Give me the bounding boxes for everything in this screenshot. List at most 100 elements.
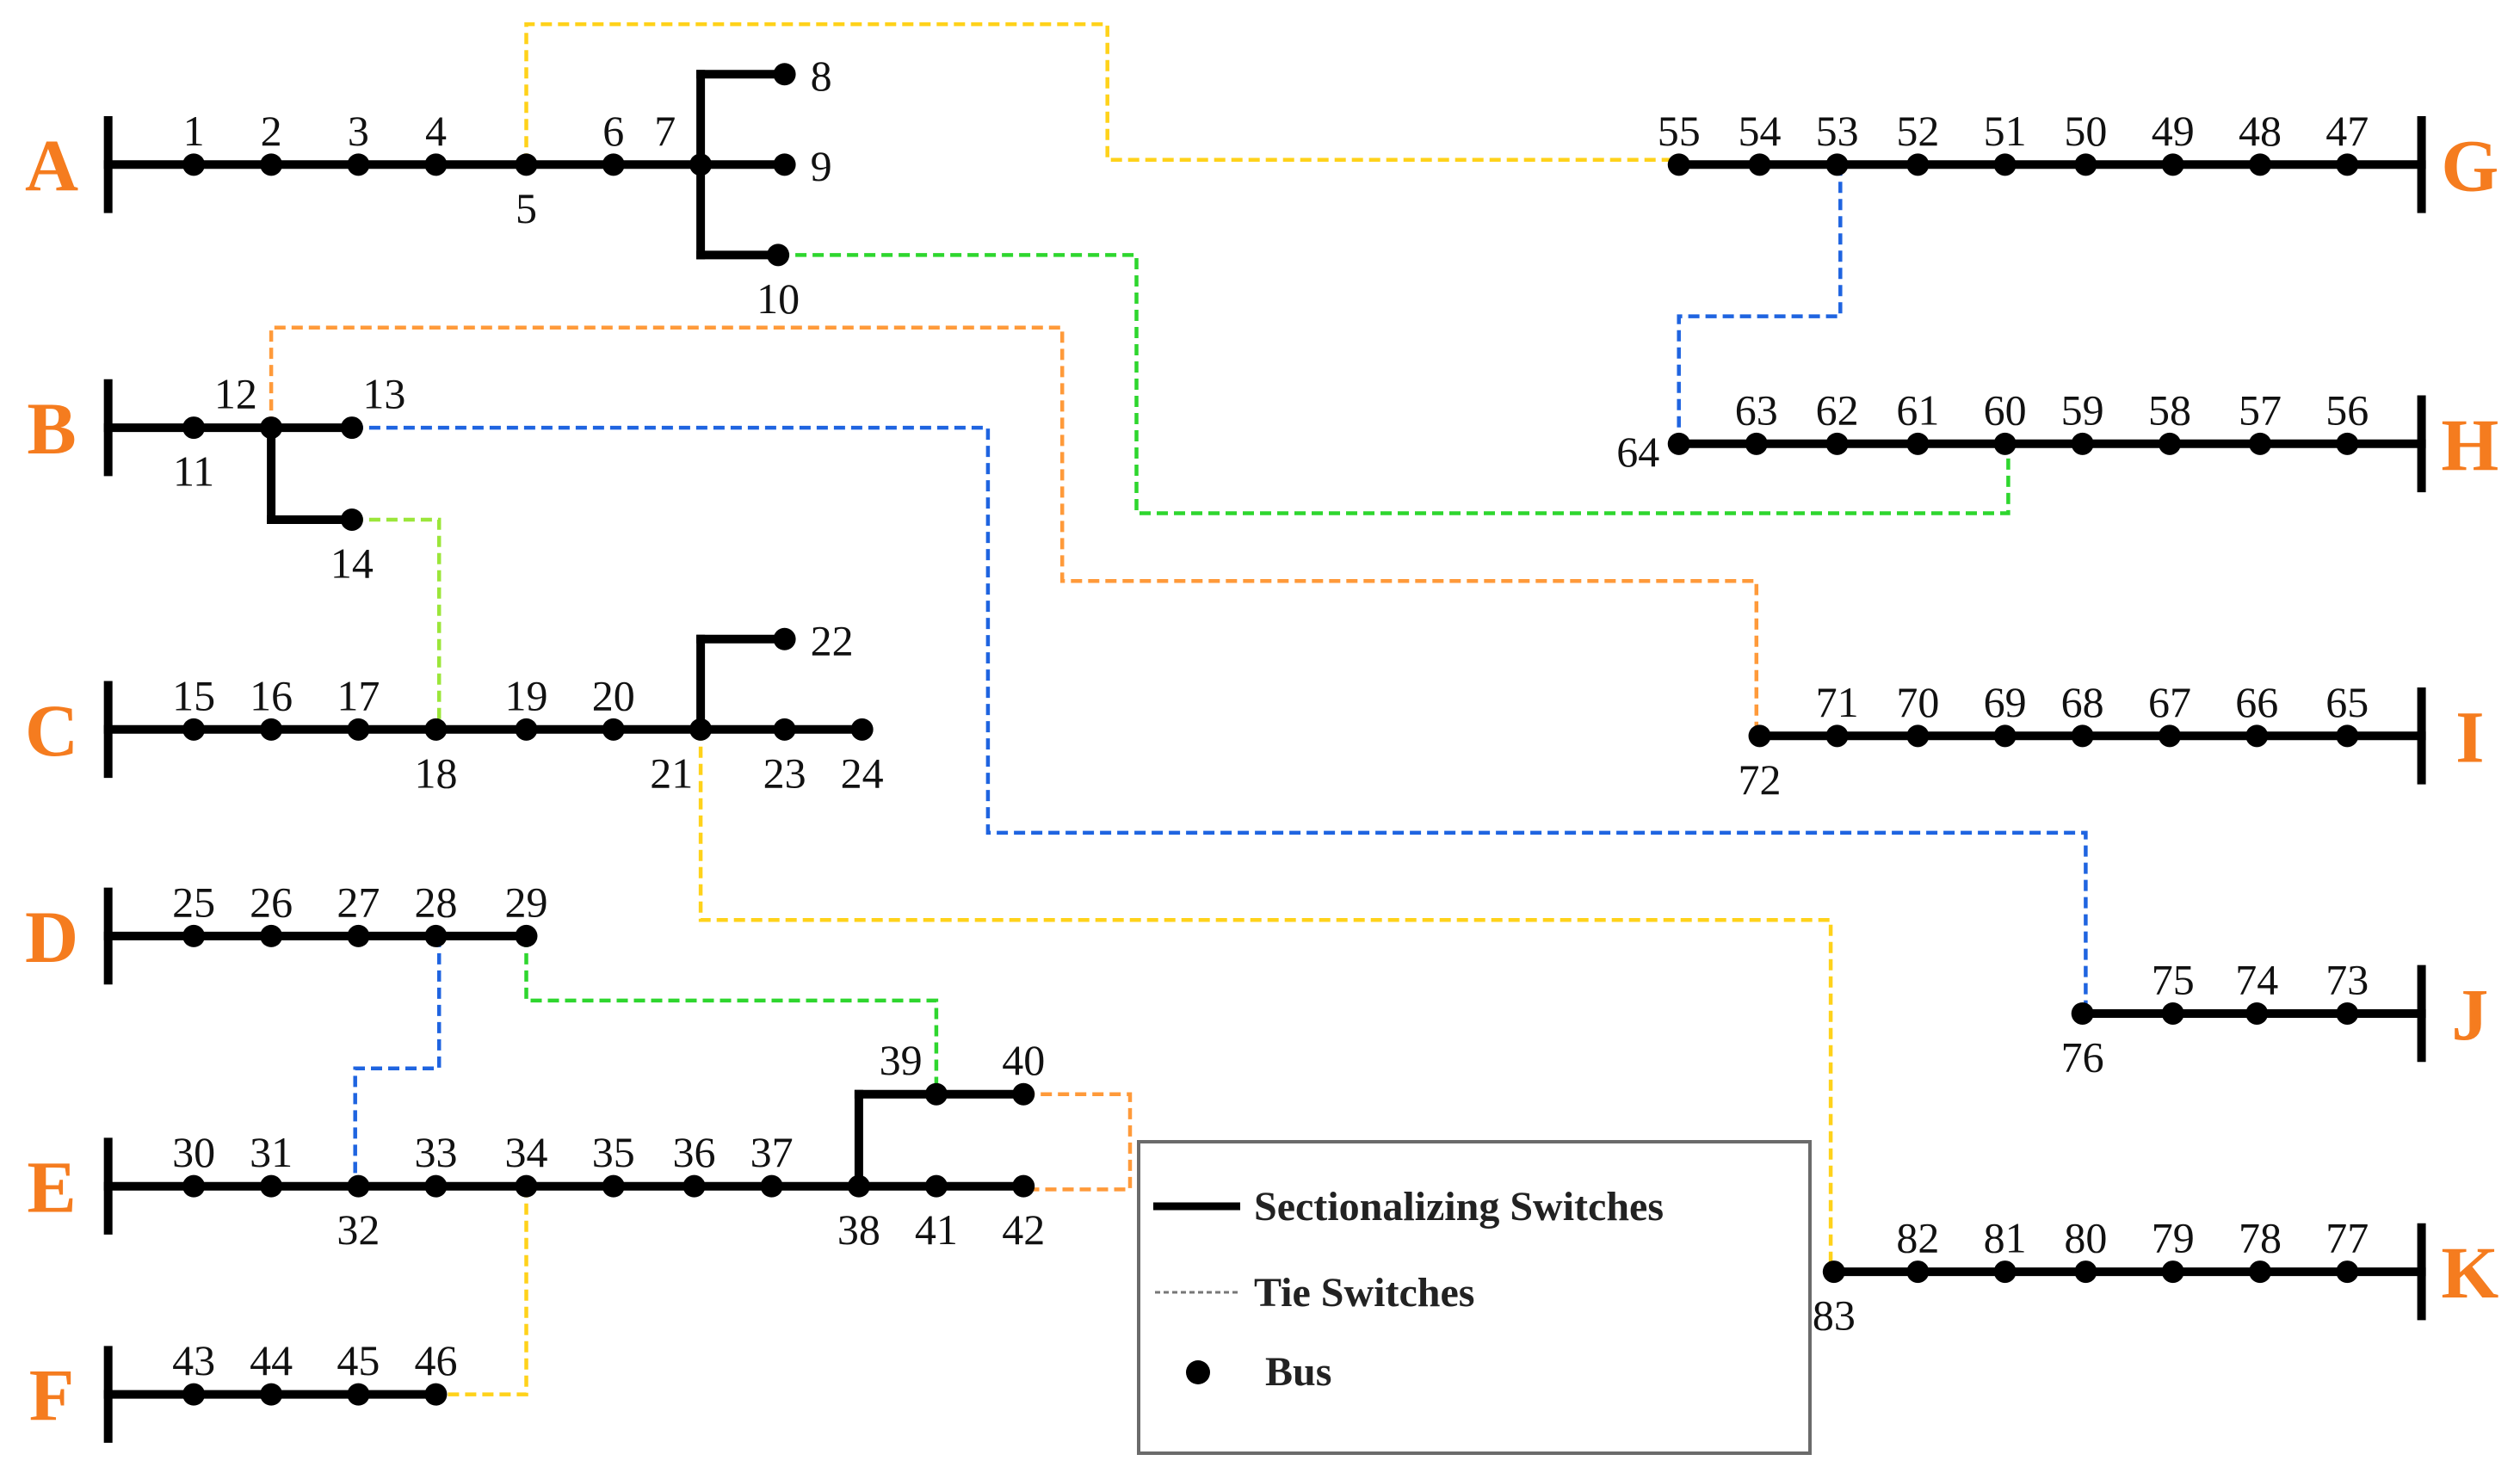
bus-label-55: 55	[1658, 107, 1701, 155]
bus-label-6: 6	[602, 107, 624, 155]
feeder-label-k: K	[2441, 1231, 2498, 1314]
bus-83	[1822, 1260, 1845, 1284]
bus-41	[924, 1174, 948, 1198]
bus-60	[1993, 432, 2017, 455]
bus-label-2: 2	[261, 107, 282, 155]
bus-label-3: 3	[348, 107, 369, 155]
bus-label-46: 46	[414, 1336, 457, 1384]
bus-label-45: 45	[337, 1336, 380, 1384]
bus-64	[1667, 432, 1690, 455]
bus-59	[2071, 432, 2094, 455]
bus-68	[2071, 724, 2094, 748]
legend-sectionalizing-label: Sectionalizing Switches	[1254, 1184, 1664, 1230]
bus-label-8: 8	[811, 52, 832, 100]
bus-label-17: 17	[337, 671, 380, 719]
bus-51	[1993, 153, 2017, 176]
bus-label-67: 67	[2148, 678, 2191, 726]
bus-label-58: 58	[2148, 385, 2191, 434]
bus-label-10: 10	[757, 274, 800, 323]
feeder-label-d: D	[25, 896, 78, 978]
bus-label-7: 7	[654, 107, 676, 155]
tie-switch-10-60	[778, 253, 2010, 515]
bus-33	[424, 1174, 448, 1198]
bus-label-32: 32	[337, 1205, 380, 1254]
bus-label-13: 13	[362, 370, 405, 418]
bus-label-81: 81	[1984, 1214, 2027, 1262]
bus-label-70: 70	[1896, 678, 1939, 726]
bus-23	[773, 718, 796, 741]
bus-label-68: 68	[2061, 678, 2104, 726]
bus-label-62: 62	[1816, 385, 1859, 434]
bus-53	[1825, 153, 1849, 176]
bus-17	[347, 718, 370, 741]
bus-label-26: 26	[250, 878, 293, 926]
bus-37	[760, 1174, 783, 1198]
bus-label-34: 34	[504, 1128, 547, 1176]
bus-label-52: 52	[1896, 107, 1939, 155]
bus-label-83: 83	[1813, 1291, 1856, 1340]
bus-80	[2074, 1260, 2097, 1284]
bus-81	[1993, 1260, 2017, 1284]
bus-27	[347, 924, 370, 947]
tie-switch-28-32	[353, 935, 442, 1186]
bus-77	[2336, 1260, 2359, 1284]
bus-25	[182, 924, 206, 947]
bus-label-80: 80	[2064, 1214, 2107, 1262]
bus-label-25: 25	[172, 878, 215, 926]
bus-82	[1906, 1260, 1930, 1284]
bus-label-43: 43	[172, 1336, 215, 1384]
bus-6	[602, 153, 625, 176]
bus-35	[602, 1174, 625, 1198]
bus-label-44: 44	[250, 1336, 293, 1384]
bus-14	[340, 508, 363, 531]
bus-48	[2249, 153, 2272, 176]
legend-bus-dot	[1186, 1360, 1210, 1384]
tie-switch-lines	[269, 22, 2088, 1396]
bus-label-56: 56	[2325, 385, 2369, 434]
bus-18	[424, 718, 448, 741]
bus-label-29: 29	[504, 878, 547, 926]
bus-label-15: 15	[172, 671, 215, 719]
bus-56	[2336, 432, 2359, 455]
bus-54	[1748, 153, 1771, 176]
bus-9	[773, 153, 796, 176]
bus-61	[1906, 432, 1930, 455]
bus-label-4: 4	[425, 107, 447, 155]
bus-26	[260, 924, 283, 947]
bus-20	[602, 718, 625, 741]
bus-47	[2336, 153, 2359, 176]
tie-switch-14-18	[351, 517, 442, 730]
bus-label-71: 71	[1816, 678, 1859, 726]
bus-label-76: 76	[2061, 1032, 2104, 1081]
bus-62	[1825, 432, 1849, 455]
bus-57	[2249, 432, 2272, 455]
bus-label-54: 54	[1739, 107, 1782, 155]
bus-label-18: 18	[414, 749, 457, 797]
bus-label-24: 24	[841, 749, 884, 797]
bus-4	[424, 153, 448, 176]
bus-8	[773, 63, 796, 86]
legend-tie-label: Tie Switches	[1254, 1270, 1474, 1316]
tie-switch-29-39	[524, 935, 939, 1094]
bus-38	[847, 1174, 870, 1198]
bus-label-66: 66	[2235, 678, 2278, 726]
bus-label-22: 22	[811, 617, 854, 665]
bus-30	[182, 1174, 206, 1198]
bus-39	[924, 1082, 948, 1106]
bus-label-39: 39	[880, 1036, 923, 1084]
bus-label-20: 20	[592, 671, 635, 719]
feeder-label-h: H	[2441, 404, 2498, 486]
feeder-label-a: A	[25, 124, 78, 206]
feeder-label-b: B	[27, 387, 76, 470]
bus-49	[2161, 153, 2184, 176]
bus-21	[689, 718, 713, 741]
bus-label-82: 82	[1896, 1214, 1939, 1262]
bus-label-23: 23	[763, 749, 806, 797]
bus-76	[2071, 1002, 2094, 1025]
bus-label-51: 51	[1984, 107, 2027, 155]
bus-32	[347, 1174, 370, 1198]
bus-12	[260, 416, 283, 440]
bus-label-53: 53	[1816, 107, 1859, 155]
